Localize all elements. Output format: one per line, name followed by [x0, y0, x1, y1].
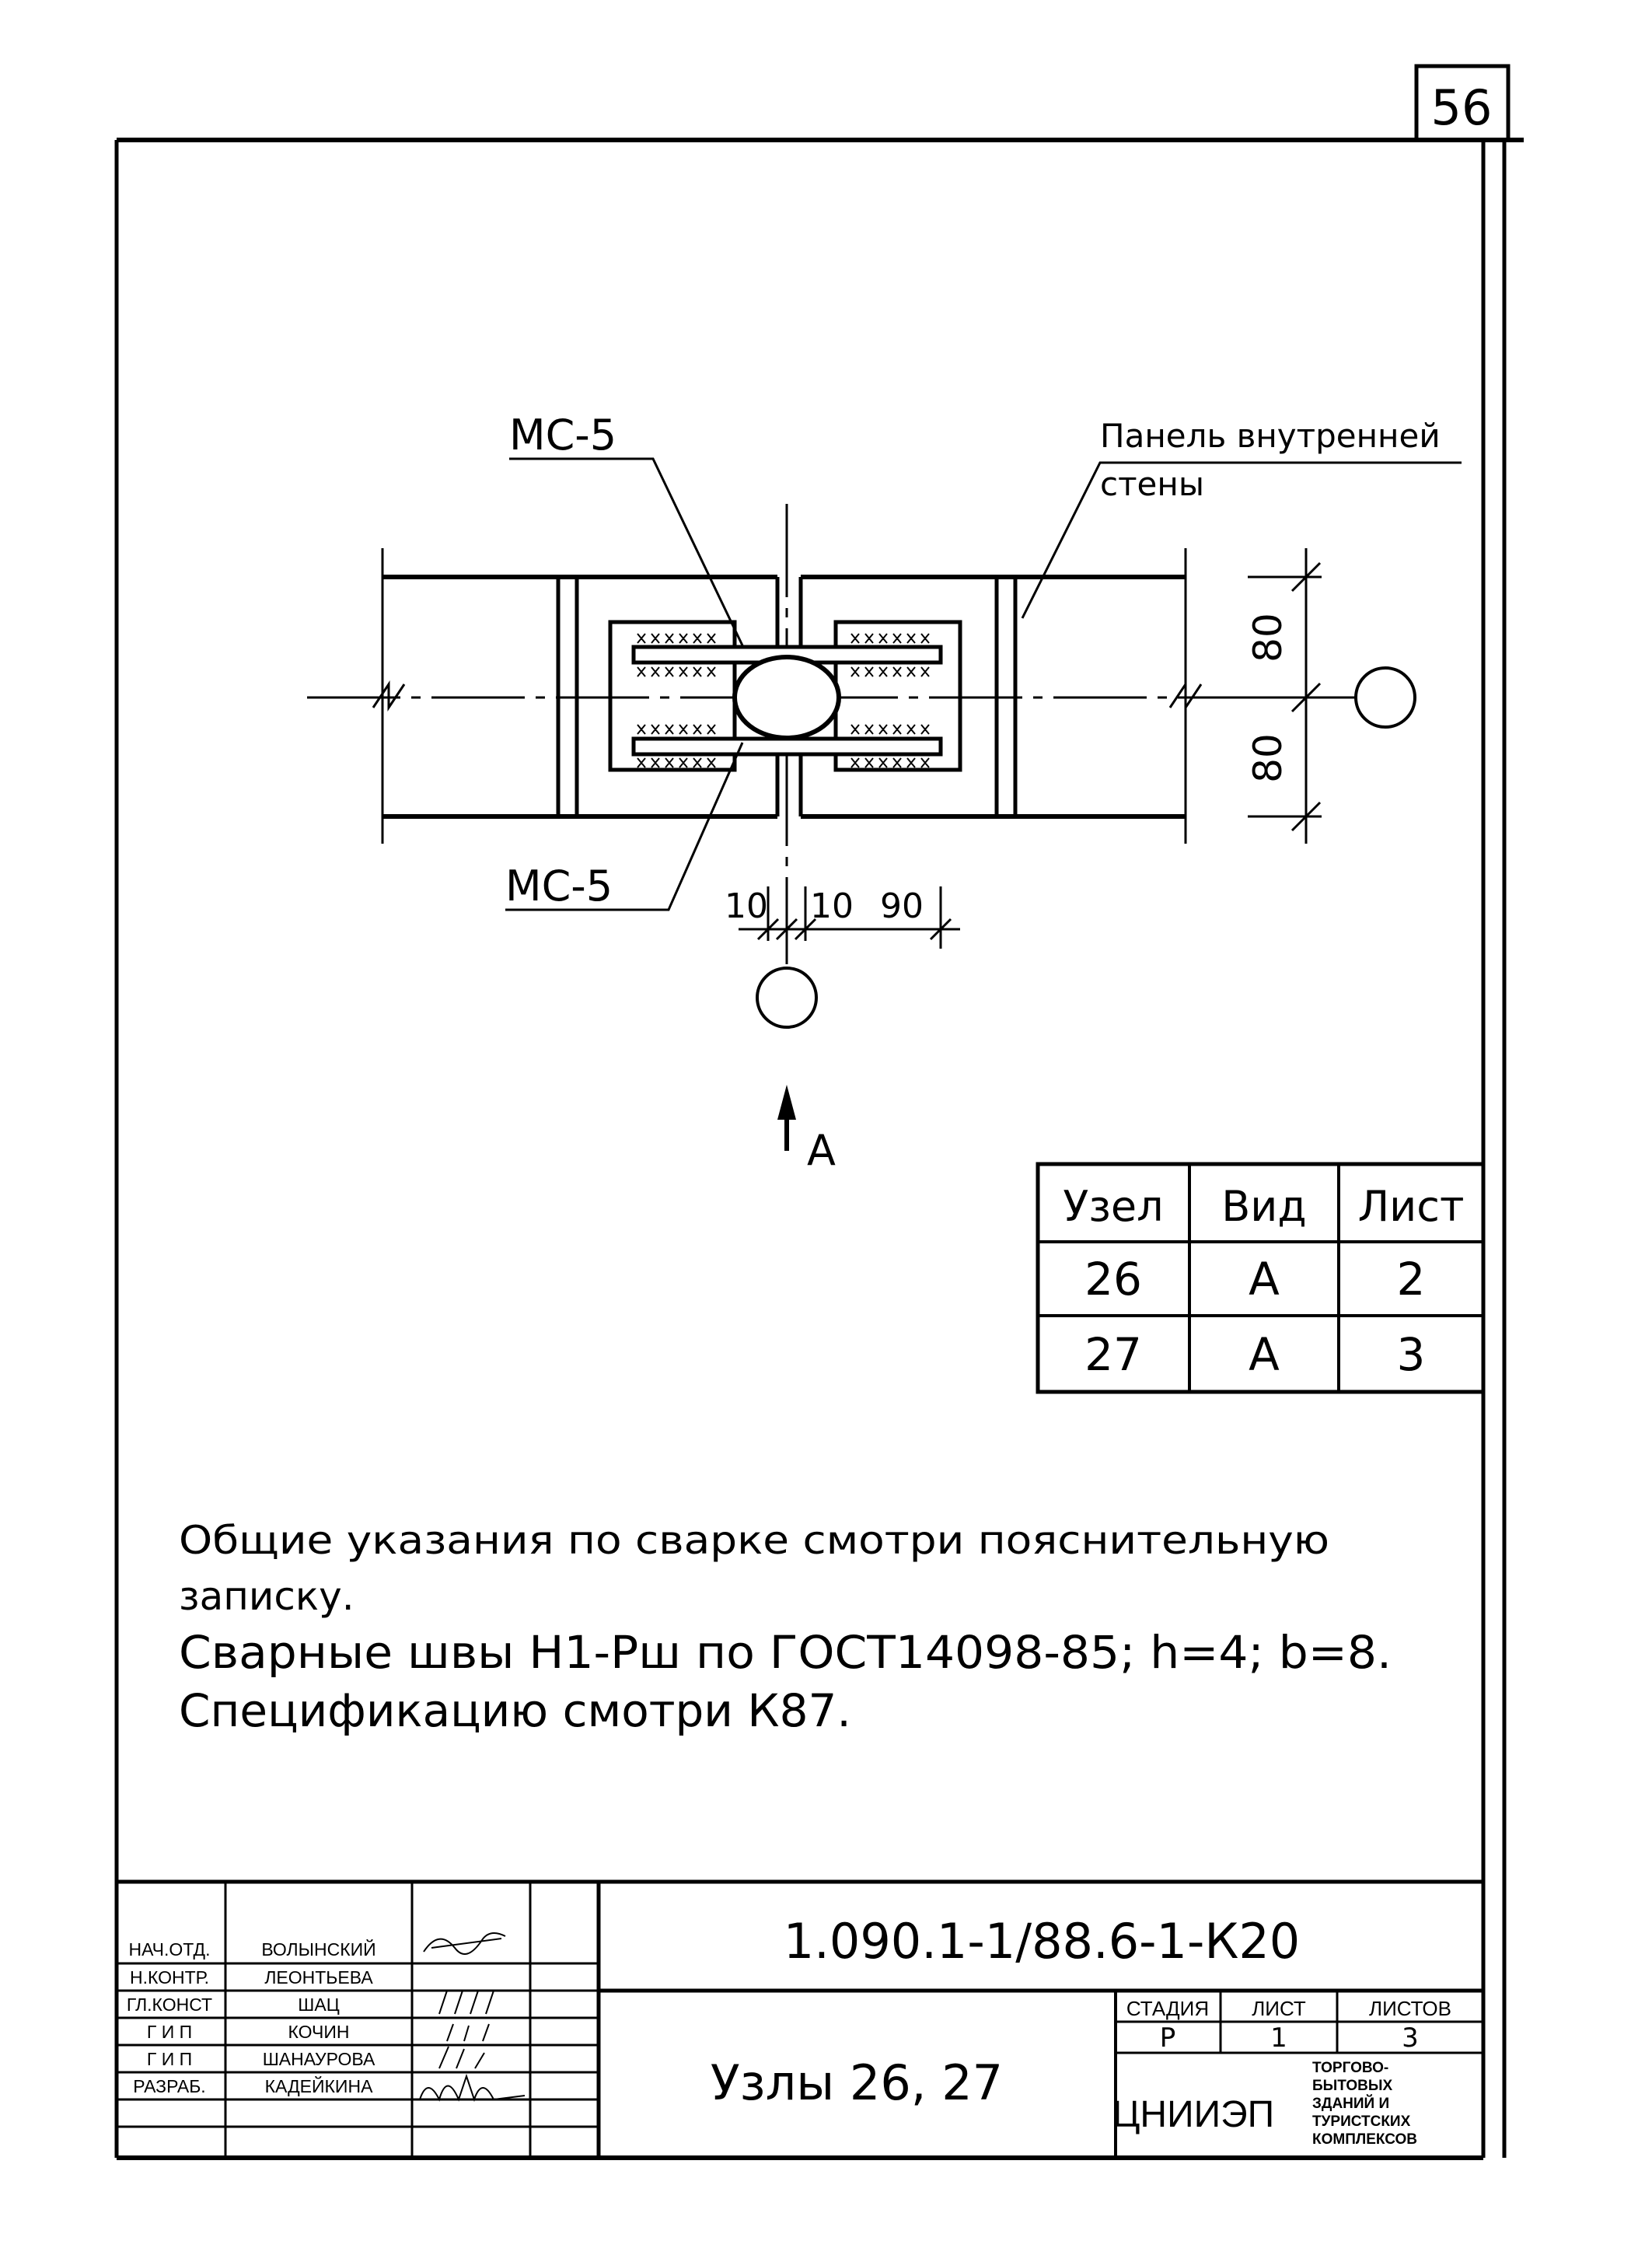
signatures — [419, 1932, 526, 2103]
weld-seams — [637, 633, 930, 768]
person-name: КОЧИН — [288, 2022, 350, 2042]
label-mc5-bottom: МС-5 — [505, 862, 613, 911]
organization-desc: ТОРГОВО- — [1312, 2060, 1388, 2076]
break-mark-left — [372, 680, 406, 711]
drawing-frame — [114, 138, 1524, 2160]
note-line: Сварные швы Н1-Рш по ГОСТ14098-85; h=4; … — [179, 1626, 1392, 1679]
organization-name: ЦНИИЭП — [1112, 2094, 1274, 2135]
table-cell: 26 — [1084, 1253, 1142, 1306]
drawing-title: Узлы 26, 27 — [711, 2054, 1003, 2111]
table-cell: 3 — [1397, 1328, 1426, 1381]
person-name: ВОЛЫНСКИЙ — [261, 1939, 375, 1960]
table-header-view: Вид — [1221, 1182, 1306, 1231]
sheet-value: 1 — [1270, 2022, 1287, 2054]
table-cell: 27 — [1084, 1328, 1142, 1381]
role-label: Г И П — [147, 2022, 192, 2042]
person-name: ШАНАУРОВА — [263, 2049, 375, 2069]
node-table: Узел Вид Лист 26 А 2 27 А 3 — [1036, 1162, 1486, 1394]
dim-80-bottom: 80 — [1245, 733, 1291, 783]
general-notes: Общие указания по сварке смотри поясните… — [179, 1518, 1392, 1737]
table-cell: А — [1249, 1328, 1280, 1381]
note-line: Спецификацию смотри К87. — [179, 1684, 851, 1737]
joint-drawing — [307, 457, 1462, 1151]
right-wall-panel — [798, 548, 1187, 844]
role-label: РАЗРАБ. — [133, 2076, 205, 2096]
organization-desc: БЫТОВЫХ — [1312, 2078, 1392, 2094]
table-header-sheet: Лист — [1358, 1182, 1465, 1231]
dimension-horizontal — [739, 886, 960, 949]
note-line: Общие указания по сварке смотри поясните… — [179, 1518, 1329, 1563]
role-label: Н.КОНТР. — [130, 1967, 209, 1988]
axis-marker-right — [1354, 666, 1416, 729]
organization-desc: ТУРИСТСКИХ — [1312, 2113, 1411, 2130]
embedded-plate-bottom — [631, 736, 943, 757]
table-cell: 2 — [1397, 1253, 1426, 1306]
view-arrow — [777, 1085, 796, 1151]
dim-10-right: 10 — [810, 886, 854, 926]
table-header-node: Узел — [1063, 1182, 1163, 1231]
title-block: НАЧ.ОТД. ВОЛЫНСКИЙ Н.КОНТР. ЛЕОНТЬЕВА ГЛ… — [117, 1879, 1483, 2158]
break-mark-right — [1168, 680, 1203, 711]
connecting-bar — [732, 655, 841, 740]
document-code: 1.090.1-1/88.6-1-К20 — [784, 1913, 1301, 1970]
dim-10-left: 10 — [725, 886, 768, 926]
sheet-number-box: 56 — [1414, 64, 1511, 142]
leader-panel — [1021, 461, 1462, 619]
sheet-header: ЛИСТ — [1252, 1997, 1306, 2020]
axis-marker-bottom — [756, 967, 818, 1029]
table-cell: А — [1249, 1253, 1280, 1306]
role-label: Г И П — [147, 2049, 192, 2069]
leader-mc5-top — [509, 457, 744, 646]
note-line: записку. — [179, 1574, 354, 1619]
stage-value: Р — [1160, 2022, 1176, 2054]
person-name: ЛЕОНТЬЕВА — [264, 1967, 373, 1988]
person-name: КАДЕЙКИНА — [265, 2075, 373, 2096]
role-label: ГЛ.КОНСТ — [127, 1995, 212, 2015]
role-label: НАЧ.ОТД. — [128, 1939, 210, 1960]
dimension-vertical — [1248, 548, 1357, 844]
stage-header: СТАДИЯ — [1126, 1997, 1209, 2020]
label-mc5-top: МС-5 — [509, 411, 616, 460]
label-panel-line2: стены — [1100, 465, 1204, 503]
sheet-number: 56 — [1431, 79, 1493, 136]
label-view-a: А — [807, 1126, 836, 1175]
dim-80-top: 80 — [1245, 613, 1291, 663]
organization-desc: ЗДАНИЙ И — [1312, 2095, 1389, 2112]
sheets-header: ЛИСТОВ — [1369, 1997, 1451, 2020]
organization-desc: КОМПЛЕКСОВ — [1312, 2131, 1417, 2148]
leader-mc5-bottom — [505, 742, 744, 911]
person-name: ШАЦ — [298, 1995, 339, 2015]
label-panel-line1: Панель внутренней — [1100, 417, 1441, 455]
sheets-value: 3 — [1402, 2022, 1419, 2054]
dim-90: 90 — [880, 886, 924, 926]
